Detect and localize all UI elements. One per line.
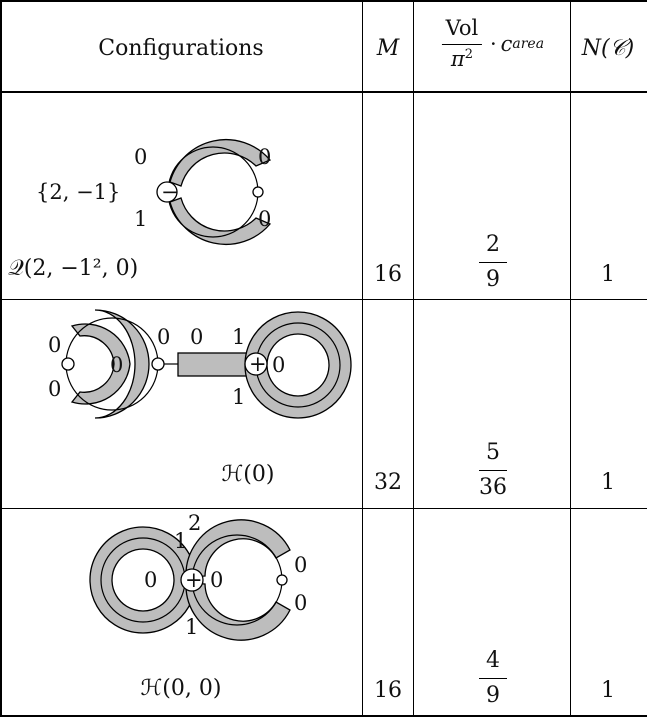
row2-label-r-in: 0 bbox=[272, 353, 285, 377]
row3-label-mid-right: 0 bbox=[210, 568, 223, 592]
row2-left-node bbox=[61, 357, 75, 371]
row1-n: 1 bbox=[601, 262, 615, 287]
row3-label-top2: 2 bbox=[188, 511, 201, 535]
row2-label-l-mid: 0 bbox=[110, 353, 123, 377]
header-vol-c-sub: area bbox=[512, 35, 545, 52]
row2-vol-den: 36 bbox=[479, 475, 507, 500]
row3-label-bottom: 1 bbox=[185, 615, 198, 639]
row3-vol-num: 4 bbox=[486, 648, 500, 673]
row1-m: 16 bbox=[374, 262, 402, 287]
row1-node-sign: − bbox=[161, 180, 179, 204]
row1-node-right bbox=[252, 186, 264, 198]
row2-label-c-top2: 0 bbox=[190, 325, 203, 349]
header-divider bbox=[0, 91, 647, 93]
header-vol-c: c bbox=[500, 31, 513, 56]
row1-label-bottom-left: 1 bbox=[134, 207, 147, 231]
header-vol-num: Vol bbox=[445, 16, 479, 40]
row3-right-node bbox=[276, 574, 288, 586]
row3-label-left-in: 0 bbox=[144, 568, 157, 592]
row1-stratum: 𝒬(2, −1², 0) bbox=[8, 256, 139, 281]
row2-left-outer bbox=[70, 323, 131, 405]
row2-right-core bbox=[255, 322, 341, 408]
row3-vol: 4 9 bbox=[479, 648, 507, 708]
row2-diagram: + 0 0 0 0 0 1 1 0 bbox=[48, 309, 352, 419]
row2-vol-num: 5 bbox=[486, 440, 500, 465]
row3-m: 16 bbox=[374, 678, 402, 703]
row3-left-ring bbox=[89, 526, 197, 634]
col-divider-3 bbox=[570, 0, 572, 717]
row3-label-top1: 1 bbox=[174, 529, 187, 553]
row1-label-top-left: 0 bbox=[134, 145, 147, 169]
col-divider-1 bbox=[362, 0, 364, 717]
col-divider-2 bbox=[413, 0, 415, 717]
row3-left-core bbox=[100, 537, 186, 623]
row-divider-2 bbox=[0, 508, 647, 510]
row3-diagram: + 1 2 0 0 1 0 0 bbox=[89, 511, 307, 641]
row1-label-top-right: 0 bbox=[258, 145, 271, 169]
row2-plus-node bbox=[244, 352, 268, 376]
header-vol-mult: · bbox=[489, 31, 497, 56]
header-n: N(𝒞) bbox=[581, 36, 635, 61]
header-vol-den: π bbox=[450, 47, 465, 71]
row2-right-ring bbox=[244, 311, 352, 419]
row2-label-l-bot: 0 bbox=[48, 377, 61, 401]
row3-label-right-bot: 0 bbox=[294, 591, 307, 615]
row3-node-sign: + bbox=[185, 568, 203, 592]
row1-vol: 2 9 bbox=[479, 232, 507, 292]
row3-right-core bbox=[191, 534, 283, 626]
table-border-top bbox=[0, 0, 647, 2]
row2-vol: 5 36 bbox=[479, 440, 507, 500]
row2-label-c-bot: 1 bbox=[232, 385, 245, 409]
row2-n: 1 bbox=[601, 470, 615, 495]
row1-node-minus bbox=[156, 181, 178, 203]
row3-right-upper-band bbox=[185, 519, 291, 578]
row2-label-c-top3: 1 bbox=[232, 325, 245, 349]
row2-label-c-top1: 0 bbox=[157, 325, 170, 349]
row1-diagram: − 0 0 1 0 {2, −1} bbox=[36, 138, 272, 246]
row3-right-lower-band bbox=[185, 582, 291, 641]
row3-vol-den: 9 bbox=[486, 683, 500, 708]
row3-n: 1 bbox=[601, 678, 615, 703]
row3-stratum: ℋ(0, 0) bbox=[140, 676, 222, 701]
col-border-left bbox=[0, 0, 2, 717]
row1-label-bottom-right: 0 bbox=[258, 207, 271, 231]
header-m: M bbox=[376, 36, 400, 61]
row1-upper-band bbox=[169, 138, 272, 187]
row2-node-sign: + bbox=[249, 352, 267, 376]
row1-vol-num: 2 bbox=[486, 232, 500, 257]
row3-plus-node bbox=[180, 568, 204, 592]
row2-left-band bbox=[94, 309, 150, 419]
table-border-bottom bbox=[0, 715, 647, 717]
row-divider-1 bbox=[0, 299, 647, 301]
row3-label-right-top: 0 bbox=[294, 553, 307, 577]
row1-core-circle bbox=[167, 146, 259, 238]
row2-m: 32 bbox=[374, 470, 402, 495]
row2-mid-node bbox=[151, 357, 165, 371]
header-vol-den-exp: 2 bbox=[464, 47, 473, 62]
row1-label-side: {2, −1} bbox=[36, 180, 120, 204]
row1-lower-band bbox=[169, 197, 272, 246]
row1-vol-den: 9 bbox=[486, 267, 500, 292]
row2-stratum: ℋ(0) bbox=[221, 462, 275, 487]
row2-label-l-top: 0 bbox=[48, 333, 61, 357]
header-configurations: Configurations bbox=[98, 36, 264, 61]
